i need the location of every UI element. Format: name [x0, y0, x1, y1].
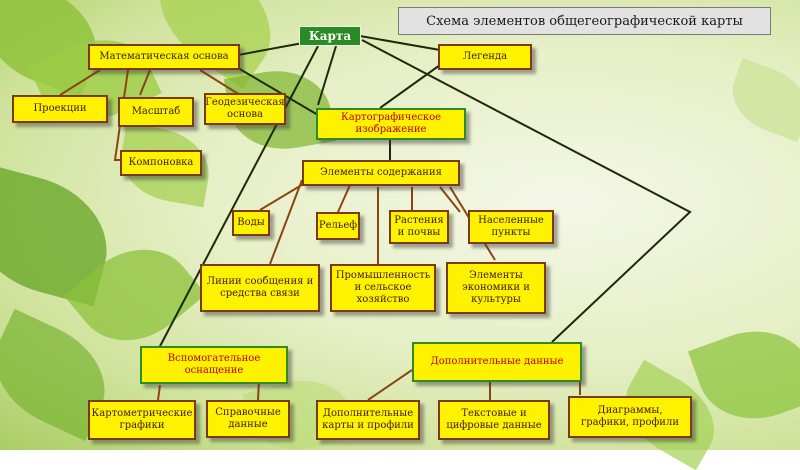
node-masshtab: Масштаб	[118, 97, 194, 127]
node-mat-osnova: Математическая основа	[88, 44, 240, 70]
node-vspom: Вспомогательное оснащение	[140, 346, 288, 384]
connector	[139, 69, 151, 96]
connector	[379, 64, 441, 109]
node-dop-karty: Дополнительные карты и профили	[316, 400, 420, 440]
node-vody: Воды	[232, 210, 270, 236]
node-legenda: Легенда	[438, 44, 532, 70]
node-naselennye: Населенные пункты	[468, 210, 554, 244]
node-spravoch: Справочные данные	[206, 400, 290, 438]
node-kart-izobr: Картографическое изображение	[316, 108, 466, 140]
connector	[199, 69, 241, 96]
node-dopoln: Дополнительные данные	[412, 342, 582, 382]
connector	[237, 67, 319, 116]
node-geodez: Геодезическая основа	[204, 93, 286, 125]
node-kompanovka: Компоновка	[120, 150, 202, 176]
connector	[359, 35, 441, 51]
node-relief: Рельеф	[316, 212, 360, 240]
connector	[361, 39, 692, 343]
node-elem-ekon: Элементы экономики и культуры	[446, 262, 546, 314]
connector	[337, 184, 351, 213]
connector	[317, 45, 337, 106]
connector	[259, 179, 311, 211]
node-karta: Карта	[299, 26, 361, 46]
connector	[157, 45, 319, 351]
node-tekst: Текстовые и цифровые данные	[438, 400, 550, 440]
node-proektsii: Проекции	[12, 95, 108, 123]
node-diagrammy: Диаграммы, графики, профили	[568, 396, 692, 438]
node-promyshl: Промышленность и сельское хозяйство	[330, 264, 436, 312]
node-rastenia: Растения и почвы	[389, 210, 449, 244]
node-linii: Линии сообщения и средства связи	[200, 264, 320, 312]
connector	[59, 69, 101, 96]
diagram-title: Схема элементов общегеографической карты	[398, 7, 771, 35]
node-elem-soderzh: Элементы содержания	[302, 160, 460, 186]
connector-lines	[59, 35, 692, 401]
connector	[269, 179, 303, 265]
node-kartometr: Картометрические графики	[88, 400, 196, 440]
connector	[367, 369, 413, 401]
connector	[439, 186, 461, 213]
connector	[157, 384, 161, 401]
